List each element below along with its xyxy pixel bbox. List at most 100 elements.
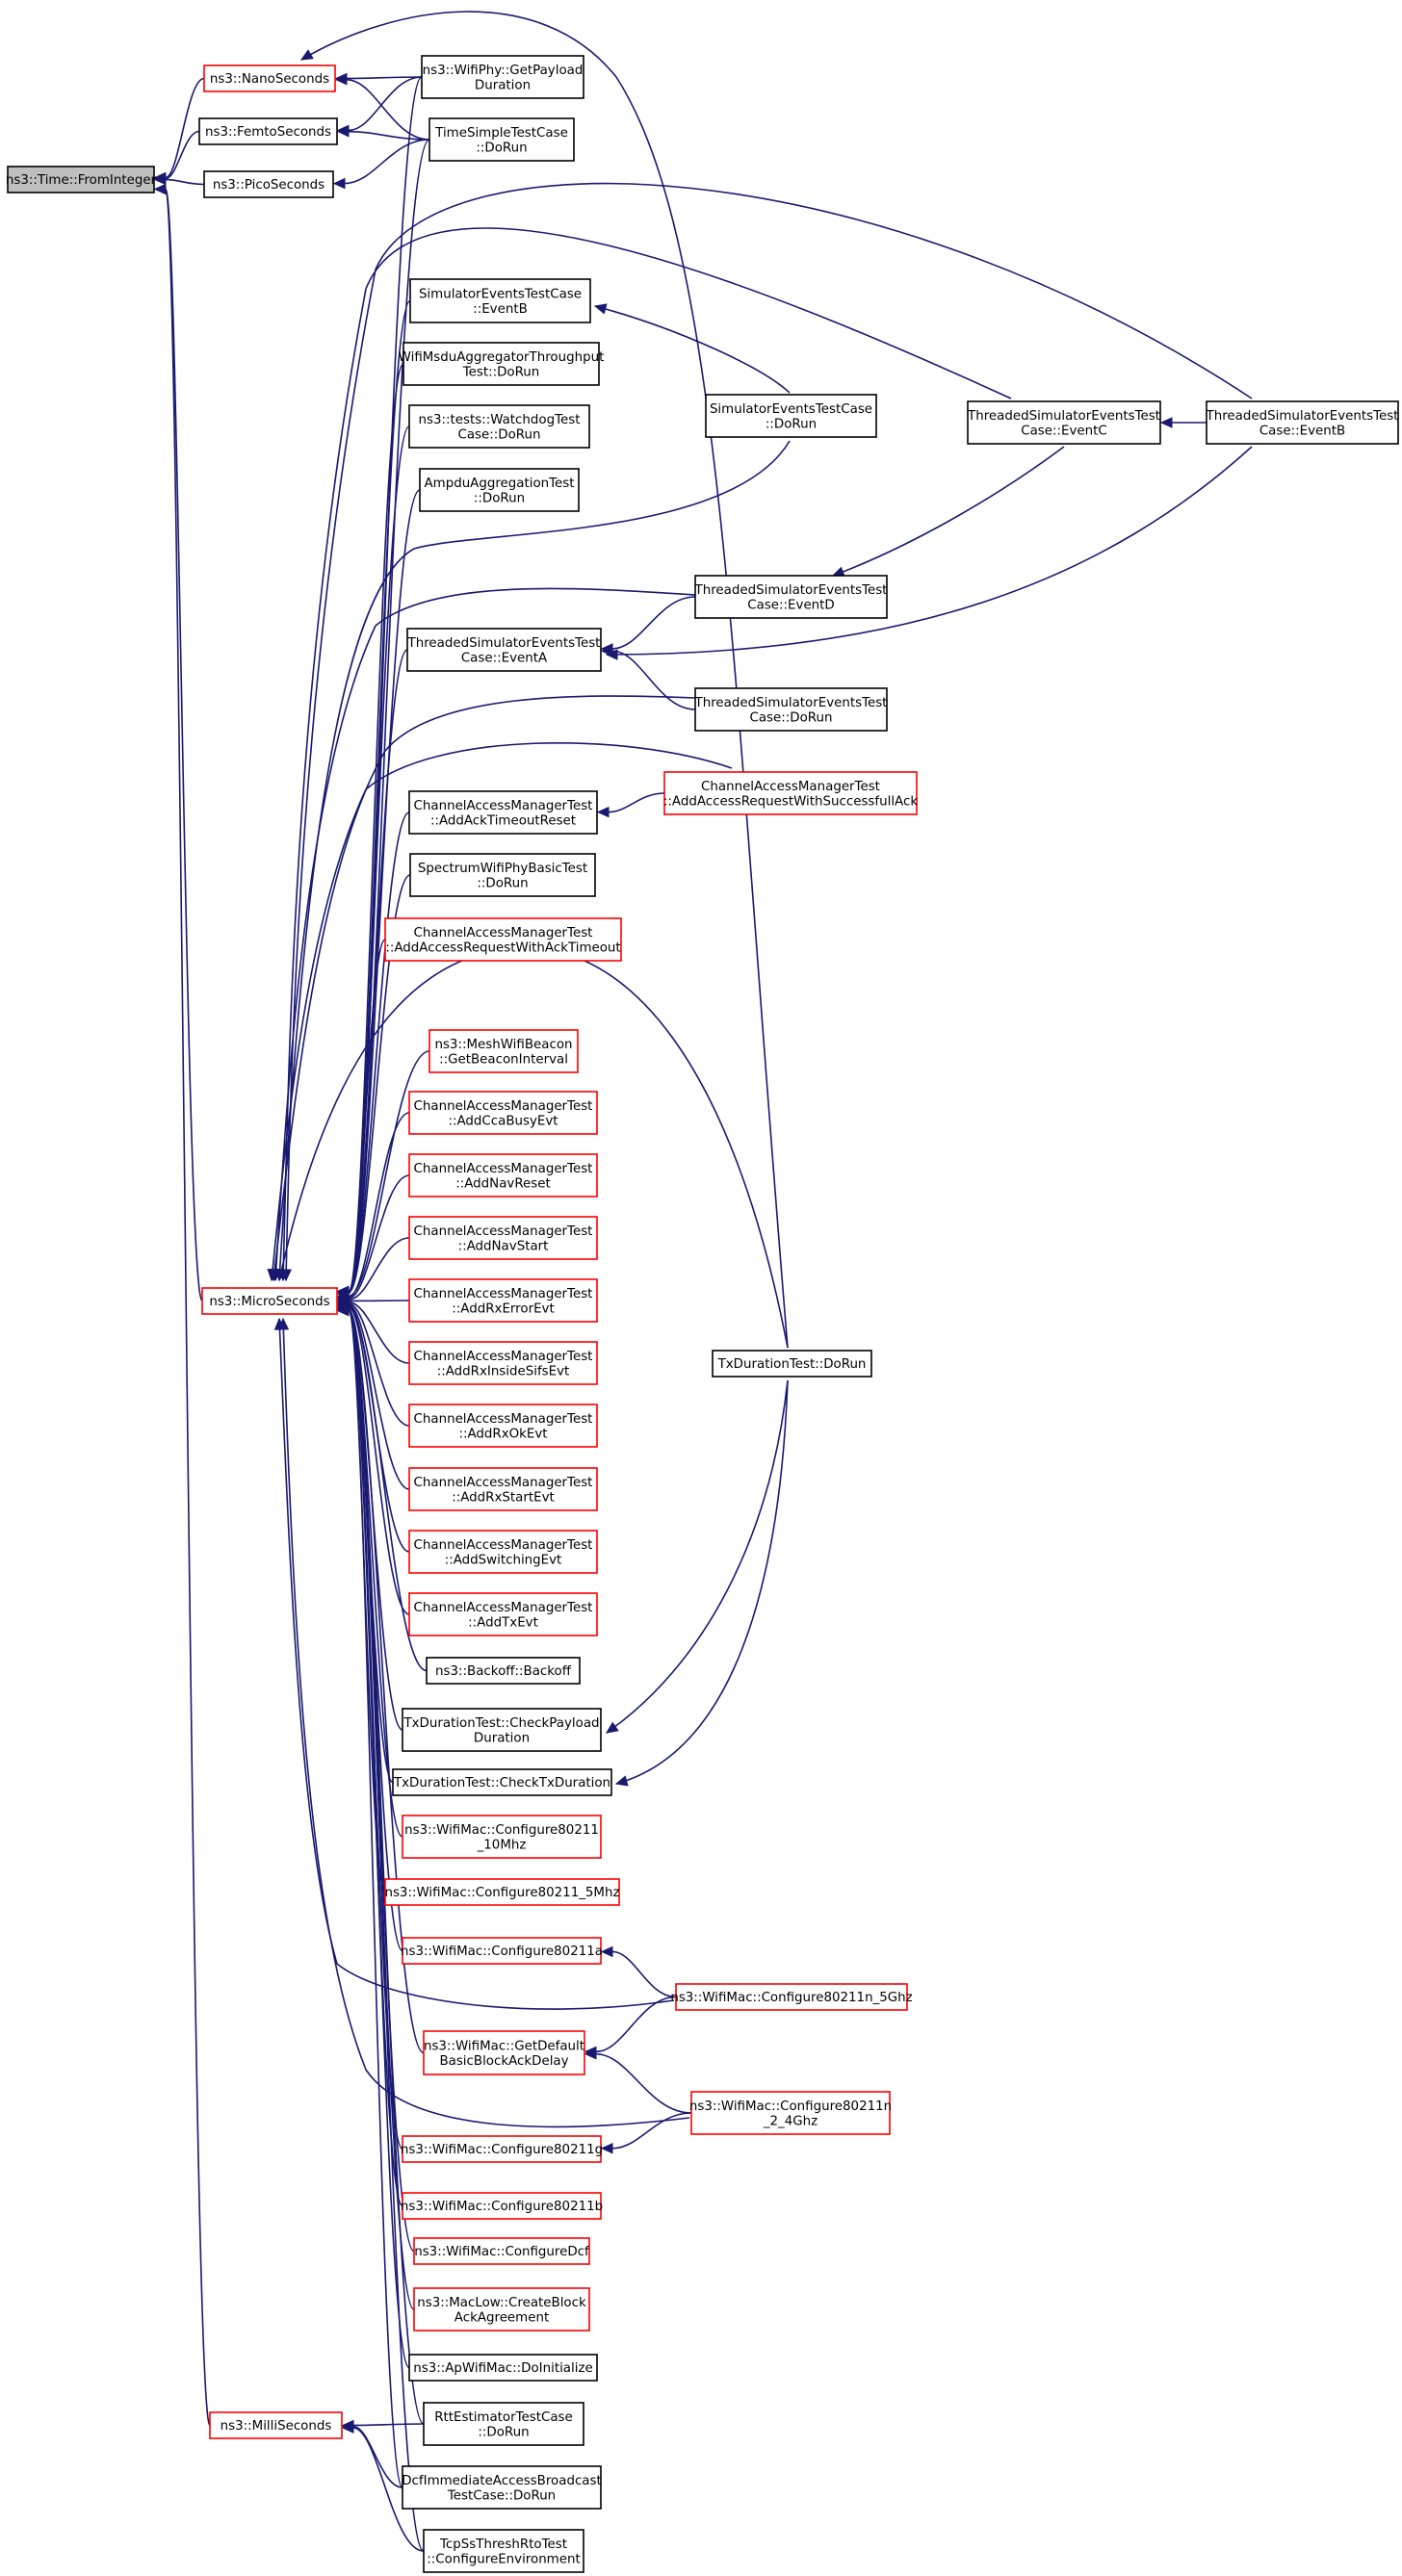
node-camRxErr[interactable]: ChannelAccessManagerTest::AddRxErrorEvt bbox=[408, 1278, 598, 1323]
edge-line bbox=[611, 2112, 692, 2150]
node-label: ns3::WifiMac::Configure80211g bbox=[401, 2143, 603, 2157]
edge-layer bbox=[153, 11, 1253, 2552]
edge-line bbox=[165, 188, 211, 2427]
node-timesimple[interactable]: TimeSimpleTestCase::DoRun bbox=[428, 117, 575, 162]
node-box bbox=[694, 687, 888, 732]
node-camNavReset[interactable]: ChannelAccessManagerTest::AddNavReset bbox=[408, 1153, 598, 1198]
edge-line bbox=[832, 446, 1065, 577]
edge-arrowhead bbox=[605, 649, 618, 660]
node-label: ::AddRxErrorEvt bbox=[452, 1301, 554, 1316]
node-camSwitch[interactable]: ChannelAccessManagerTest::AddSwitchingEv… bbox=[408, 1530, 598, 1574]
node-camReqSucc[interactable]: ChannelAccessManagerTest::AddAccessReque… bbox=[663, 771, 918, 815]
node-cfgDcf[interactable]: ns3::WifiMac::ConfigureDcf bbox=[413, 2237, 590, 2265]
node-cfgG[interactable]: ns3::WifiMac::Configure80211g bbox=[401, 2135, 603, 2163]
node-box bbox=[209, 2411, 343, 2439]
node-box bbox=[428, 117, 575, 162]
edge-arrowhead bbox=[334, 73, 348, 86]
node-meshbeacon[interactable]: ns3::MeshWifiBeacon::GetBeaconInterval bbox=[428, 1029, 579, 1073]
node-box bbox=[408, 1404, 598, 1448]
node-label: ::AddAccessRequestWithSuccessfullAck bbox=[663, 794, 918, 809]
node-camRxOk[interactable]: ChannelAccessManagerTest::AddRxOkEvt bbox=[408, 1404, 598, 1448]
edge-femto-to-fromint bbox=[153, 130, 200, 185]
node-simeventsDoRun[interactable]: SimulatorEventsTestCase::DoRun bbox=[705, 394, 877, 438]
node-label: ChannelAccessManagerTest bbox=[414, 1476, 593, 1490]
node-cfg10[interactable]: ns3::WifiMac::Configure80211_10Mhz bbox=[402, 1815, 602, 1859]
node-tcpss[interactable]: TcpSsThreshRtoTest::ConfigureEnvironment bbox=[423, 2529, 584, 2573]
node-box bbox=[408, 1153, 598, 1198]
edge-tsimB-to-tsimC bbox=[1159, 417, 1207, 428]
node-milli[interactable]: ns3::MilliSeconds bbox=[209, 2411, 343, 2439]
node-label: ChannelAccessManagerTest bbox=[701, 780, 880, 794]
node-cfgN24[interactable]: ns3::WifiMac::Configure80211n_2_4Ghz bbox=[689, 2091, 892, 2135]
node-box bbox=[426, 1657, 581, 1685]
edge-arrowhead bbox=[299, 49, 314, 61]
node-getDefault[interactable]: ns3::WifiMac::GetDefaultBasicBlockAckDel… bbox=[423, 2030, 585, 2075]
node-label: ns3::Time::FromInteger bbox=[6, 173, 157, 188]
node-label: _2_4Ghz bbox=[763, 2114, 818, 2128]
node-camReqAckTO[interactable]: ChannelAccessManagerTest::AddAccessReque… bbox=[384, 917, 622, 962]
node-label: ns3::PicoSeconds bbox=[213, 178, 325, 193]
node-label: ChannelAccessManagerTest bbox=[414, 1350, 593, 1364]
node-label: TxDurationTest::CheckPayload bbox=[402, 1716, 599, 1731]
node-label: ns3::WifiMac::Configure80211_5Mhz bbox=[384, 1886, 619, 1900]
node-cfg5[interactable]: ns3::WifiMac::Configure80211_5Mhz bbox=[384, 1878, 620, 1906]
edge-tsimD-to-tsimA bbox=[600, 596, 696, 655]
edge-cfgN24-to-micro bbox=[277, 1317, 690, 2128]
node-txDurDoRun[interactable]: TxDurationTest::DoRun bbox=[712, 1350, 872, 1378]
edge-line bbox=[595, 1996, 677, 2053]
edge-line bbox=[611, 650, 696, 710]
node-rtt[interactable]: RttEstimatorTestCase::DoRun bbox=[423, 2402, 584, 2446]
edge-watchdog-to-micro bbox=[336, 425, 410, 1298]
node-label: ChannelAccessManagerTest bbox=[414, 1099, 593, 1114]
node-spectrum[interactable]: SpectrumWifiPhyBasicTest::DoRun bbox=[409, 853, 596, 897]
edge-txDurDoRun-to-txCheckTx bbox=[614, 1379, 789, 1787]
node-box bbox=[384, 1878, 620, 1906]
node-label: ns3::MicroSeconds bbox=[209, 1295, 329, 1309]
node-camNavStart[interactable]: ChannelAccessManagerTest::AddNavStart bbox=[408, 1216, 598, 1260]
edge-line bbox=[348, 874, 411, 1294]
node-cfgA[interactable]: ns3::WifiMac::Configure80211a bbox=[401, 1937, 603, 1965]
edge-line bbox=[273, 695, 696, 1281]
node-backoff[interactable]: ns3::Backoff::Backoff bbox=[426, 1657, 581, 1685]
edge-line bbox=[348, 1112, 410, 1299]
node-camRxStart[interactable]: ChannelAccessManagerTest::AddRxStartEvt bbox=[408, 1467, 598, 1511]
node-camAckTO[interactable]: ChannelAccessManagerTest::AddAckTimeoutR… bbox=[408, 790, 598, 835]
node-apWifi[interactable]: ns3::ApWifiMac::DoInitialize bbox=[408, 2354, 598, 2382]
edge-line bbox=[282, 227, 1012, 1281]
node-cfgN5[interactable]: ns3::WifiMac::Configure80211n_5Ghz bbox=[670, 1983, 913, 2011]
node-label: ns3::WifiMac::Configure80211a bbox=[401, 1945, 603, 1959]
node-pico[interactable]: ns3::PicoSeconds bbox=[203, 170, 334, 198]
node-label: Duration bbox=[475, 78, 531, 92]
node-dcfImm[interactable]: DcfImmediateAccessBroadcastTestCase::DoR… bbox=[402, 2465, 602, 2510]
node-txCheckTx[interactable]: TxDurationTest::CheckTxDuration bbox=[392, 1768, 612, 1796]
node-cfgB[interactable]: ns3::WifiMac::Configure80211b bbox=[401, 2192, 603, 2220]
node-fromint[interactable]: ns3::Time::FromInteger bbox=[6, 166, 157, 193]
node-box bbox=[402, 2135, 602, 2163]
node-ampdu[interactable]: AmpduAggregationTest::DoRun bbox=[419, 468, 580, 512]
edge-line bbox=[615, 1379, 789, 1785]
node-camTx[interactable]: ChannelAccessManagerTest::AddTxEvt bbox=[408, 1592, 598, 1636]
edge-arrowhead bbox=[153, 173, 167, 186]
edge-line bbox=[165, 178, 205, 186]
node-label: ns3::FemtoSeconds bbox=[205, 125, 331, 140]
node-camRxSifs[interactable]: ChannelAccessManagerTest::AddRxInsideSif… bbox=[408, 1341, 598, 1385]
edge-arrowhead bbox=[280, 1269, 293, 1282]
node-simeventsB[interactable]: SimulatorEventsTestCase::EventB bbox=[409, 278, 591, 323]
node-camCca[interactable]: ChannelAccessManagerTest::AddCcaBusyEvt bbox=[408, 1091, 598, 1135]
node-femto[interactable]: ns3::FemtoSeconds bbox=[198, 117, 338, 145]
node-box bbox=[967, 400, 1161, 445]
node-micro[interactable]: ns3::MicroSeconds bbox=[201, 1287, 338, 1315]
node-box bbox=[690, 2091, 891, 2135]
edge-txDurDoRun-to-nano bbox=[299, 11, 789, 1349]
node-nano[interactable]: ns3::NanoSeconds bbox=[203, 64, 336, 92]
